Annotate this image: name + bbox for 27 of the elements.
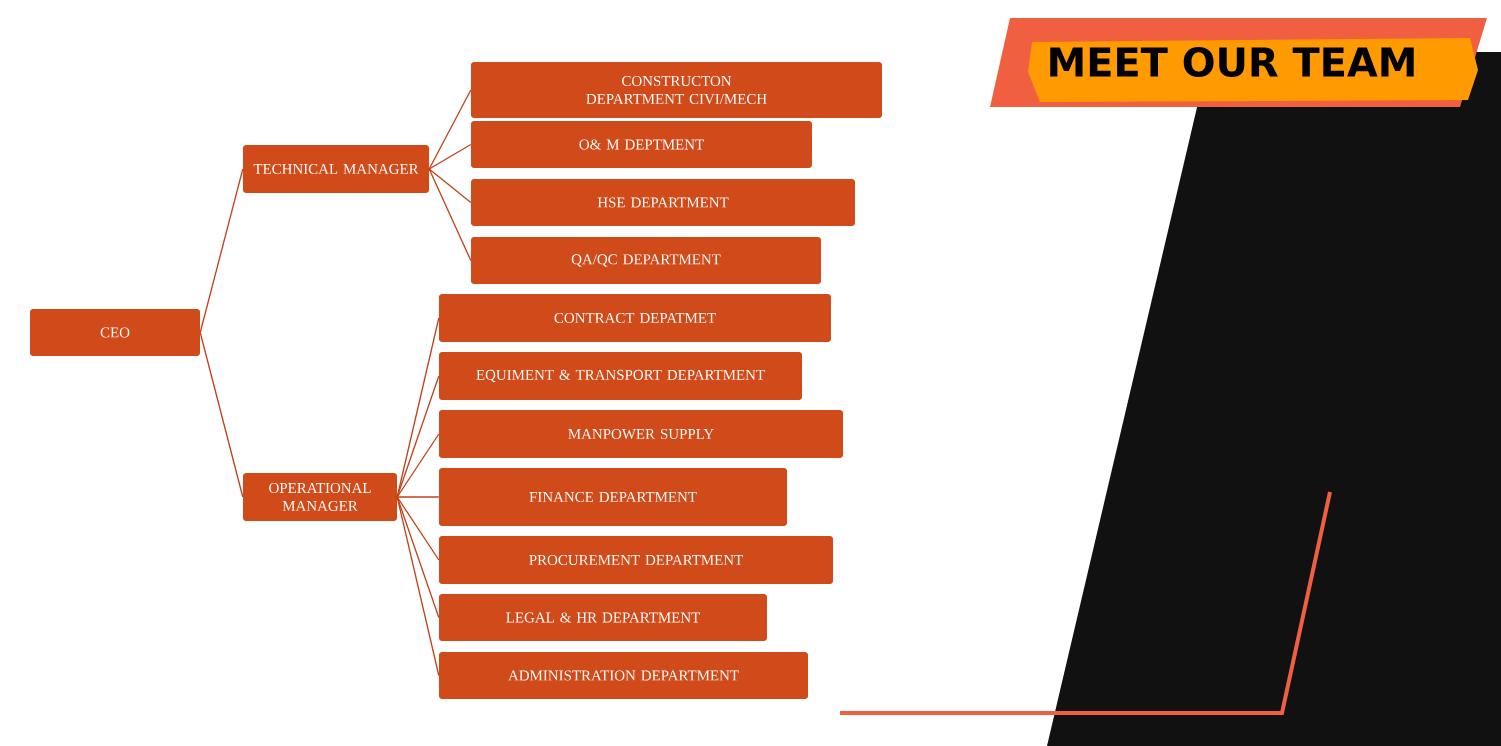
department-box: CEO — [30, 309, 200, 356]
department-box: HSE DEPARTMENT — [471, 179, 855, 226]
connector-line — [396, 496, 440, 561]
department-box: FINANCE DEPARTMENT — [439, 468, 787, 526]
department-box: EQUIMENT & TRANSPORT DEPARTMENT — [439, 352, 802, 400]
title-banner: MEET OUR TEAM — [990, 18, 1487, 107]
department-box: LEGAL & HR DEPARTMENT — [439, 594, 767, 641]
department-box: MANPOWER SUPPLY — [439, 410, 843, 458]
department-box: PROCUREMENT DEPARTMENT — [439, 536, 833, 584]
connector-line — [396, 496, 440, 498]
connector-line — [396, 496, 440, 619]
connector-line — [396, 496, 440, 677]
connector-line — [396, 433, 440, 498]
department-box: QA/QC DEPARTMENT — [471, 237, 821, 284]
connector-line — [396, 375, 440, 498]
department-box: CONSTRUCTON DEPARTMENT CIVI/MECH — [471, 62, 882, 118]
department-box: CONTRACT DEPATMET — [439, 294, 831, 342]
department-box: ADMINISTRATION DEPARTMENT — [439, 652, 808, 699]
connector-line — [428, 143, 472, 170]
connector-line — [428, 168, 472, 262]
department-box: TECHNICAL MANAGER — [243, 145, 429, 193]
connector-line — [428, 89, 472, 170]
department-box: O& M DEPTMENT — [471, 121, 812, 168]
department-box: OPERATIONAL MANAGER — [243, 473, 397, 521]
connector-line — [428, 168, 472, 204]
connector-line — [199, 331, 244, 498]
connector-line — [199, 168, 244, 334]
